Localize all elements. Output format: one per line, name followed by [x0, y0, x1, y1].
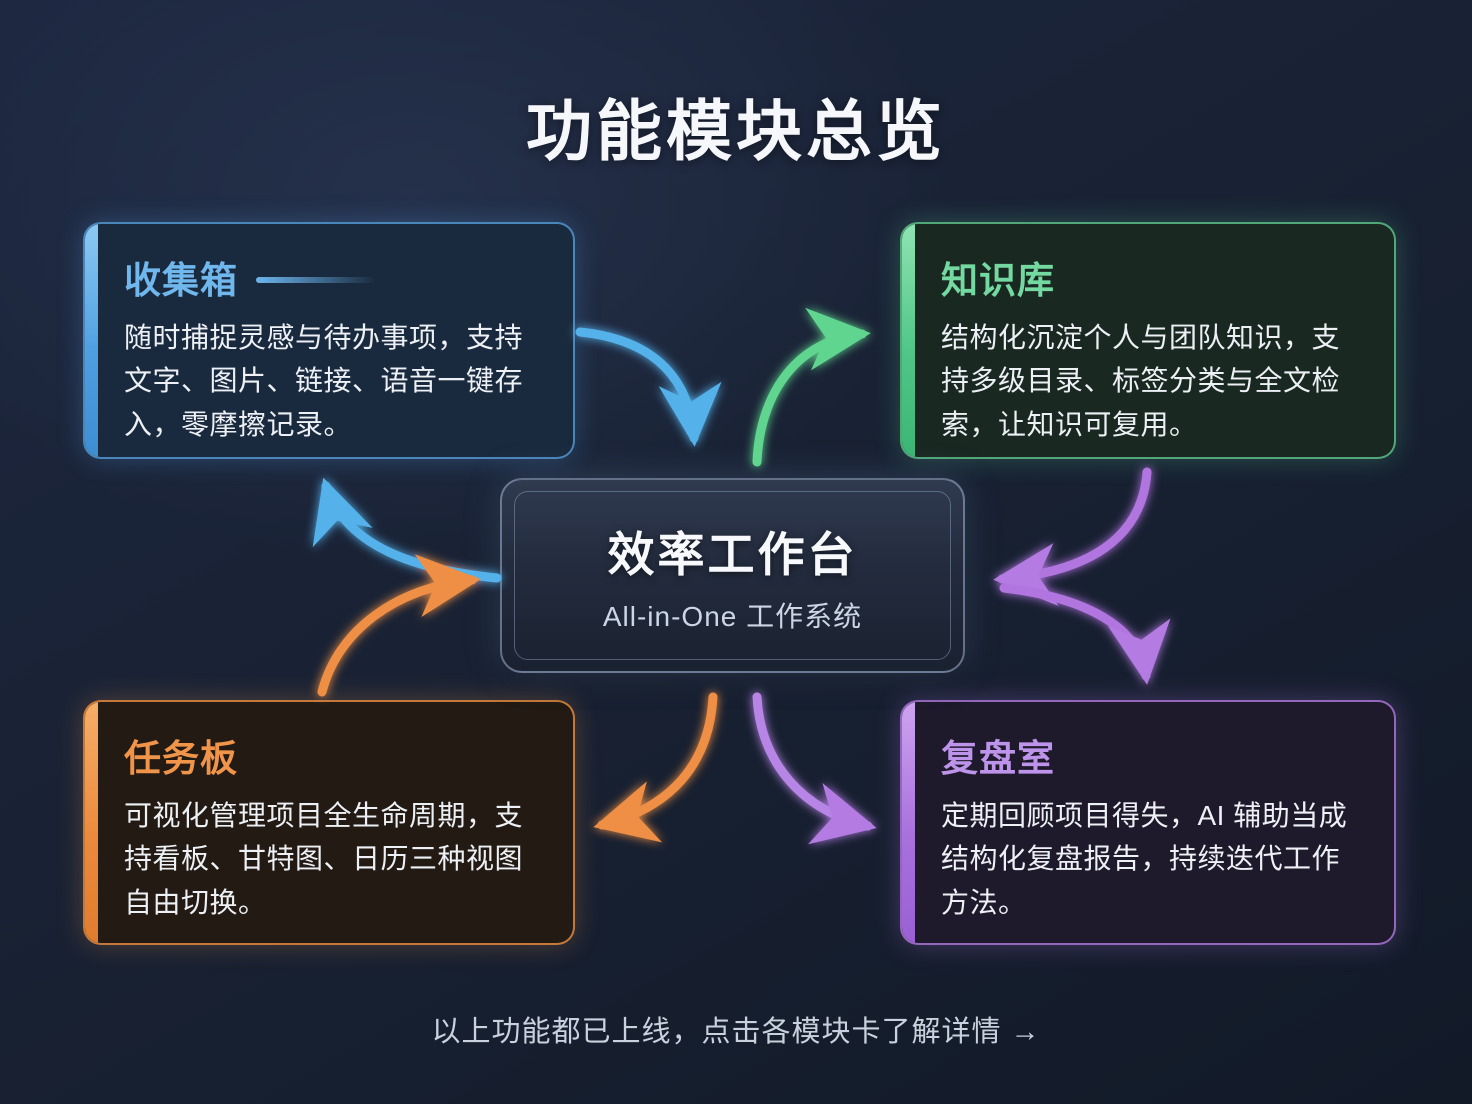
- accent-bar-green: [902, 224, 915, 457]
- arrow-center-to-review-right: [752, 692, 877, 845]
- accent-bar-orange: [85, 702, 98, 943]
- arrow-center-to-knowledge: [752, 307, 871, 467]
- accent-bar-blue: [85, 224, 98, 457]
- module-card-tasks[interactable]: 任务板 可视化管理项目全生命周期，支持看板、甘特图、日历三种视图自由切换。: [83, 700, 575, 945]
- module-card-inbox[interactable]: 收集箱 随时捕捉灵感与待办事项，支持文字、图片、链接、语音一键存入，零摩擦记录。: [83, 222, 575, 459]
- arrow-center-to-review-down: [999, 583, 1171, 685]
- module-description-knowledge: 结构化沉淀个人与团队知识，支持多级目录、标签分类与全文检索，让知识可复用。: [941, 322, 1341, 440]
- module-description-review: 定期回顾项目得失，AI 辅助当成结构化复盘报告，持续迭代工作方法。: [941, 800, 1348, 918]
- page-title: 功能模块总览: [526, 94, 946, 168]
- module-title-review: 复盘室: [941, 738, 1055, 779]
- arrow-inbox-to-center: [575, 327, 722, 447]
- arrow-center-to-inbox: [312, 477, 502, 583]
- module-description-tasks: 可视化管理项目全生命周期，支持看板、甘特图、日历三种视图自由切换。: [124, 800, 524, 918]
- module-card-review[interactable]: 复盘室 定期回顾项目得失，AI 辅助当成结构化复盘报告，持续迭代工作方法。: [900, 700, 1396, 945]
- arrow-center-to-tasks: [593, 692, 718, 843]
- title-dash-line: [256, 277, 376, 283]
- module-card-knowledge[interactable]: 知识库 结构化沉淀个人与团队知识，支持多级目录、标签分类与全文检索，让知识可复用…: [900, 222, 1396, 459]
- accent-bar-purple: [902, 702, 915, 943]
- center-title: 效率工作台: [607, 528, 858, 581]
- center-inner-border: 效率工作台 All-in-One 工作系统: [514, 491, 951, 660]
- module-description-inbox: 随时捕捉灵感与待办事项，支持文字、图片、链接、语音一键存入，零摩擦记录。: [124, 322, 524, 440]
- module-title-knowledge: 知识库: [941, 260, 1055, 301]
- center-subtitle: All-in-One 工作系统: [602, 601, 863, 632]
- arrow-knowledge-to-center: [993, 467, 1152, 606]
- center-hub-card: 效率工作台 All-in-One 工作系统: [500, 478, 965, 673]
- module-title-inbox: 收集箱: [124, 260, 238, 301]
- arrow-tasks-to-center: [317, 554, 481, 697]
- module-title-tasks: 任务板: [124, 738, 238, 779]
- footer-note: 以上功能都已上线，点击各模块卡了解详情 →: [431, 1016, 1041, 1048]
